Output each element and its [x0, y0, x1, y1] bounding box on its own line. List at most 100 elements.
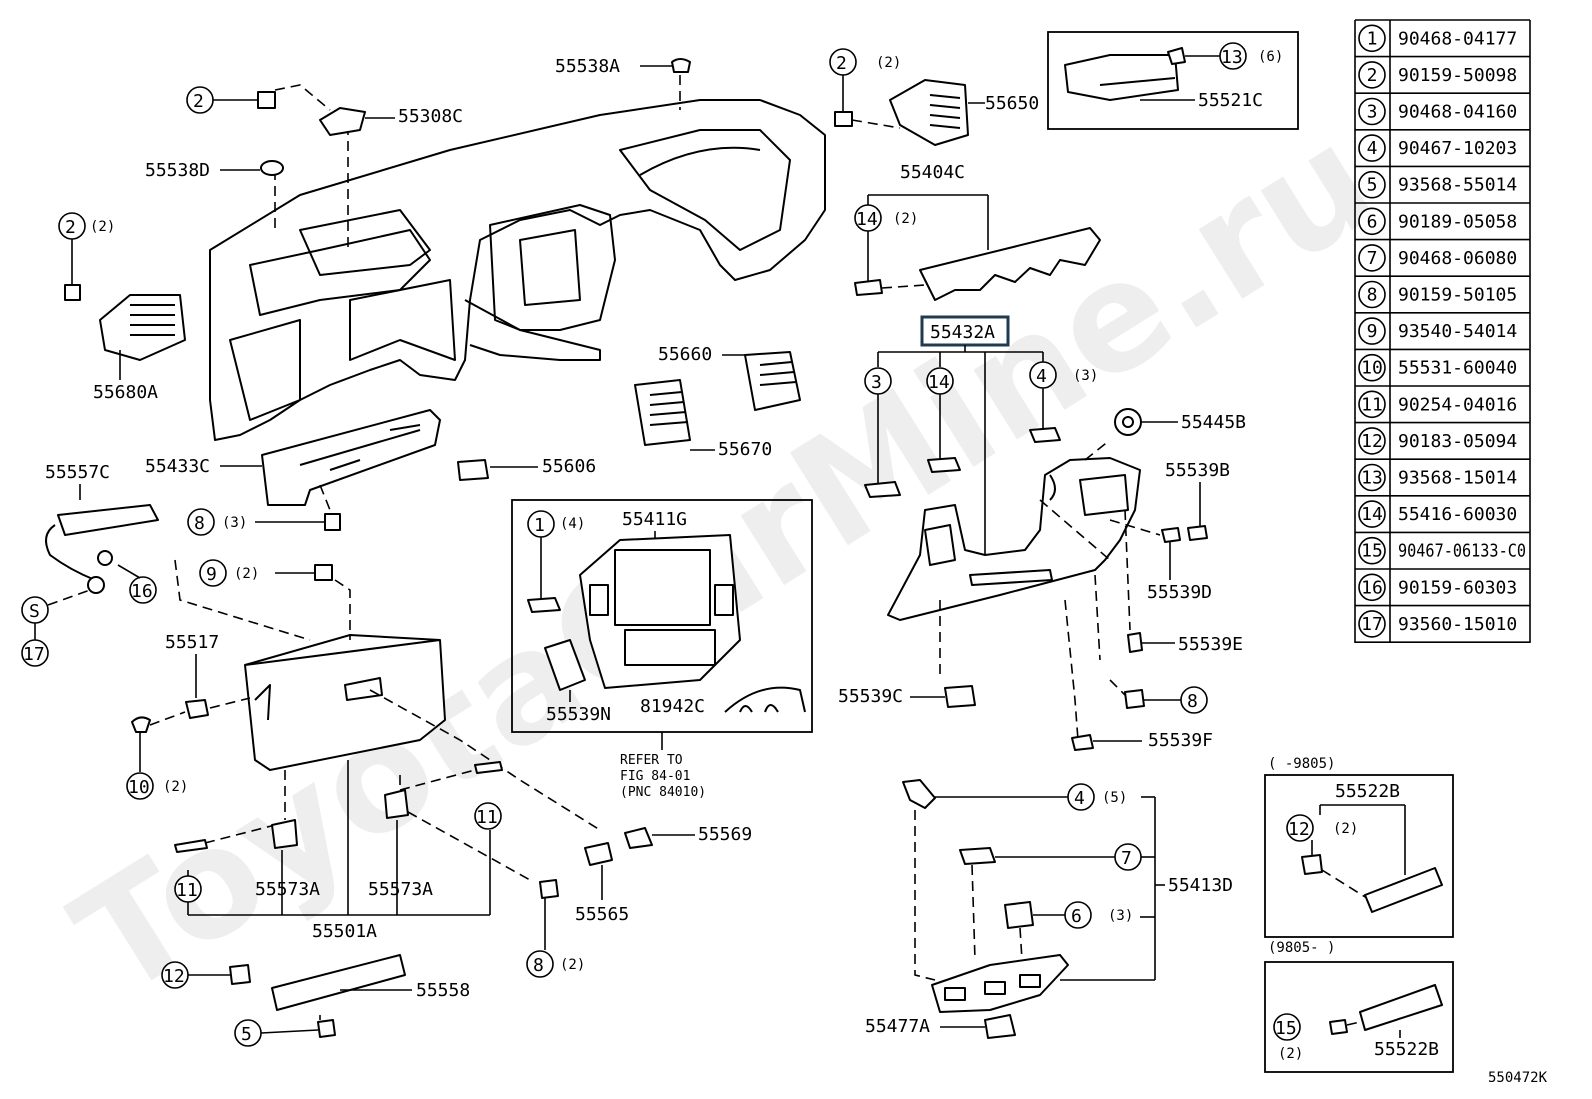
qty-8-bottom: (2): [560, 957, 585, 973]
screw-9: 9 (2): [174, 559, 351, 641]
table-part-number: 55416-60030: [1398, 504, 1517, 525]
table-row-number: 17: [1361, 614, 1383, 635]
qty-14: (2): [893, 211, 918, 227]
label-55557C: 55557C: [45, 462, 110, 483]
vent-55660: 55660: [658, 344, 801, 411]
stopper-55517: 55517 10 (2): [126, 632, 251, 800]
clip-55539C: 55539C: [838, 685, 976, 708]
table-part-number: 90159-50098: [1398, 65, 1517, 86]
table-row-number: 16: [1361, 577, 1383, 598]
table-part-number: 93540-54014: [1398, 321, 1517, 342]
table-callout-circle: [1358, 134, 1386, 162]
table-part-number: 90467-06133-C0: [1398, 541, 1526, 562]
qty-2-left: (2): [90, 219, 115, 235]
qty-9: (2): [234, 566, 259, 582]
table-row-number: 8: [1367, 285, 1378, 306]
table-row-number: 13: [1361, 468, 1383, 489]
catch-55573A-left: 55573A: [255, 819, 320, 900]
label-55558: 55558: [416, 980, 470, 1001]
pocket-55522B-early: ( -9805) 55522B 12 (2): [1264, 756, 1454, 938]
label-55308C: 55308C: [398, 106, 463, 127]
qty-4: (3): [1073, 368, 1098, 384]
lower-panel-55432A: 55432A 3 14 4 (3): [864, 315, 1161, 741]
clip-55569: 55569: [624, 824, 752, 849]
label-55433C: 55433C: [145, 456, 210, 477]
label-55432A: 55432A: [930, 322, 995, 343]
label-81942C: 81942C: [640, 696, 705, 717]
refer-line-3: (PNC 84010): [620, 785, 706, 800]
table-part-number: 90468-04160: [1398, 102, 1517, 123]
qty-15: (2): [1278, 1046, 1303, 1062]
qty-8-left: (3): [222, 515, 247, 531]
label-55539B: 55539B: [1165, 460, 1230, 481]
table-part-number: 90467-10203: [1398, 138, 1517, 159]
table-callout-circle: [1358, 463, 1386, 492]
table-row-number: 4: [1367, 138, 1378, 159]
table-part-number: 90468-06080: [1398, 248, 1517, 269]
clips-55539B-D-E: 55539B 55539D 55539E: [1127, 460, 1243, 655]
label-55569: 55569: [698, 824, 752, 845]
callout-14: 14: [856, 209, 878, 230]
callout-1: 1: [534, 515, 545, 536]
label-55521C: 55521C: [1198, 90, 1263, 111]
callout-4: 4: [1074, 788, 1085, 809]
vent-55670: 55670: [634, 379, 772, 460]
table-callout-circle: [1358, 573, 1386, 602]
bracket-55308C: 55308C: [274, 84, 463, 136]
label-55565: 55565: [575, 904, 629, 925]
refer-line-2: FIG 84-01: [620, 769, 690, 784]
qty-2-top: (2): [876, 55, 901, 71]
callout-7: 7: [1121, 848, 1132, 869]
table-callout-circle: [1358, 61, 1386, 89]
label-55660: 55660: [658, 344, 712, 365]
callout-8: 8: [533, 955, 544, 976]
panel-55413D: 4 (5) 7 6 (3) 55413D 55477A: [865, 779, 1233, 1039]
table-row-number: 5: [1367, 175, 1378, 196]
table-part-number: 55531-60040: [1398, 358, 1517, 379]
table-row-number: 11: [1361, 394, 1383, 415]
callout-16: 16: [131, 581, 153, 602]
callout-4: 4: [1036, 366, 1047, 387]
callout-2: 2: [836, 53, 847, 74]
qty-10: (2): [163, 779, 188, 795]
table-part-number: 90159-60303: [1398, 577, 1517, 598]
table-row-number: 10: [1361, 358, 1383, 379]
label-55539C: 55539C: [838, 686, 903, 707]
callout-2: 2: [193, 91, 204, 112]
date-range-upper: ( -9805): [1268, 756, 1335, 772]
clip-55445B: 55445B: [1114, 408, 1246, 436]
table-part-number: 93560-15010: [1398, 614, 1517, 635]
table-callout-circle: [1358, 500, 1386, 528]
table-row-number: 6: [1367, 211, 1378, 232]
glove-box-55501A: 55501A: [187, 634, 601, 942]
table-part-number: 93568-15014: [1398, 468, 1517, 489]
table-row-number: 2: [1367, 65, 1378, 86]
table-part-number: 90468-04177: [1398, 28, 1517, 49]
table-row-number: 14: [1361, 504, 1383, 525]
label-55517: 55517: [165, 632, 219, 653]
clip-55565: 55565: [575, 842, 629, 925]
table-part-number: 93568-55014: [1398, 175, 1517, 196]
table-callout-circle: [1358, 97, 1386, 126]
pocket-55522B-late: (9805- ) 15 (2) 55522B: [1264, 940, 1454, 1073]
screw-8-bottom: 8 (2): [526, 879, 585, 978]
table-part-number: 90159-50105: [1398, 285, 1517, 306]
cushion-11-right: 11: [399, 761, 503, 830]
panel-55404C: 55404C 14 (2): [854, 162, 1101, 301]
table-callout-circle: [1358, 244, 1386, 272]
parts-number-table: 1 90468-04177 2 90159-50098 3 90468-04160 4 904…: [1354, 19, 1531, 644]
table-row-number: 3: [1367, 102, 1378, 123]
clip-55538A: 55538A: [555, 56, 691, 77]
callout-5: 5: [241, 1024, 252, 1045]
callout-9: 9: [206, 564, 217, 585]
label-55670: 55670: [718, 439, 772, 460]
callout-6: 6: [1071, 906, 1082, 927]
catch-55573A-right: 55573A: [368, 789, 531, 900]
table-callout-circle: [1358, 427, 1386, 455]
table-row-number: 12: [1361, 431, 1383, 452]
table-row-number: 1: [1367, 28, 1378, 49]
vent-55680A: 2 (2) 55680A: [58, 212, 186, 403]
label-55538A: 55538A: [555, 56, 620, 77]
table-part-number: 90183-05094: [1398, 431, 1517, 452]
